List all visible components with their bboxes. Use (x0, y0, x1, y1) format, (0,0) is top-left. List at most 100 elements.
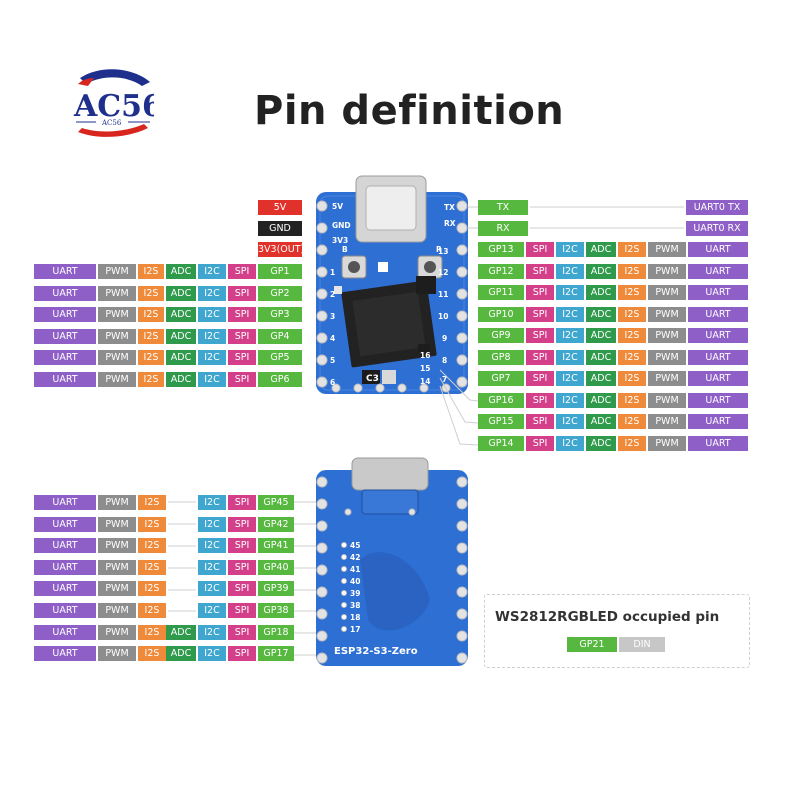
board-label-7: 7 (442, 375, 447, 384)
uart-label: UART (688, 414, 748, 429)
top-board: 5V GND 3V3 1 2 3 4 5 6 B R TX RX 13 12 1… (316, 175, 468, 394)
gp-label-gp2: GP2 (258, 285, 302, 301)
uart-label: UART (34, 624, 96, 640)
board-label-13: 13 (438, 247, 448, 256)
i2c-label: I2C (198, 624, 226, 640)
spi-label: SPI (228, 646, 256, 662)
uart-label: UART (688, 306, 748, 322)
gp-label-gp6: GP6 (258, 372, 302, 387)
bottom-board-label-38: 38 (350, 601, 360, 610)
gp-label-gp18: GP18 (258, 624, 294, 640)
gp-label-rx: RX (478, 221, 528, 236)
i2s-label: I2S (618, 285, 646, 300)
i2c-label: I2C (556, 414, 584, 429)
board-label-rx: RX (444, 219, 456, 228)
gp-label-gp42: GP42 (258, 516, 294, 532)
ws2812-gp: GP21 (567, 637, 617, 652)
pwm-label: PWM (98, 307, 136, 323)
spi-label: SPI (228, 307, 256, 323)
i2s-label: I2S (138, 646, 166, 662)
i2s-label: I2S (618, 435, 646, 451)
gp-label-gp39: GP39 (258, 581, 294, 597)
pwm-label: PWM (648, 328, 686, 343)
pwm-label: PWM (98, 495, 136, 510)
spi-label: SPI (228, 264, 256, 279)
board-label-r: R (436, 245, 442, 254)
uart0-label: UART0 TX (686, 200, 748, 215)
uart-label: UART (688, 435, 748, 451)
uart-label: UART (34, 581, 96, 597)
spi-label: SPI (526, 349, 554, 365)
uart-label: UART (688, 392, 748, 408)
pwm-label: PWM (98, 624, 136, 640)
bottom-board: 45 42 41 40 39 38 18 17 ESP32-S3-Zero (316, 457, 468, 666)
pwm-label: PWM (98, 516, 136, 532)
i2s-label: I2S (138, 603, 166, 618)
spi-label: SPI (228, 495, 256, 510)
spi-label: SPI (526, 392, 554, 408)
adc-label: ADC (166, 307, 196, 323)
uart-label: UART (34, 603, 96, 618)
adc-label: ADC (166, 285, 196, 301)
gp-label-gp9: GP9 (478, 328, 524, 343)
logo-subtext: AC56 (101, 119, 122, 127)
adc-label: ADC (586, 414, 616, 429)
uart-label: UART (34, 328, 96, 344)
gp-label-gp40: GP40 (258, 559, 294, 575)
spi-label: SPI (526, 328, 554, 343)
ws2812-din: DIN (619, 637, 665, 652)
i2c-label: I2C (198, 307, 226, 323)
board-label-6: 6 (330, 378, 335, 387)
pwm-label: PWM (98, 264, 136, 279)
bottom-board-label-17: 17 (350, 625, 360, 634)
uart-label: UART (688, 349, 748, 365)
pin-gnd: GND (258, 221, 302, 236)
board-label-11: 11 (438, 290, 448, 299)
pwm-label: PWM (98, 350, 136, 366)
adc-label: ADC (166, 646, 196, 662)
pwm-label: PWM (648, 371, 686, 386)
gp-label-gp13: GP13 (478, 242, 524, 257)
board-label-3: 3 (330, 312, 335, 321)
i2c-label: I2C (198, 646, 226, 662)
brand-logo: AC56 AC56 (72, 66, 163, 142)
pwm-label: PWM (98, 559, 136, 575)
i2c-label: I2C (198, 328, 226, 344)
board-label-4: 4 (330, 334, 335, 343)
gp-label-gp17: GP17 (258, 646, 294, 662)
i2c-label: I2C (556, 285, 584, 300)
gp-label-gp41: GP41 (258, 538, 294, 554)
spi-label: SPI (228, 350, 256, 366)
adc-label: ADC (586, 306, 616, 322)
adc-label: ADC (586, 285, 616, 300)
i2c-label: I2C (556, 263, 584, 279)
i2s-label: I2S (618, 328, 646, 343)
gp-label-gp14: GP14 (478, 435, 524, 451)
board-label-16: 16 (420, 351, 430, 360)
i2s-label: I2S (138, 516, 166, 532)
spi-label: SPI (526, 435, 554, 451)
pwm-label: PWM (98, 603, 136, 618)
i2c-label: I2C (556, 328, 584, 343)
bottom-board-label-41: 41 (350, 565, 360, 574)
i2c-label: I2C (556, 435, 584, 451)
gp-label-gp8: GP8 (478, 349, 524, 365)
board-label-gnd: GND (332, 221, 351, 230)
adc-label: ADC (586, 435, 616, 451)
board-label-10: 10 (438, 312, 448, 321)
pwm-label: PWM (98, 646, 136, 662)
adc-label: ADC (166, 264, 196, 279)
pwm-label: PWM (648, 285, 686, 300)
i2c-label: I2C (556, 371, 584, 386)
i2s-label: I2S (618, 371, 646, 386)
gp-label-gp1: GP1 (258, 264, 302, 279)
pwm-label: PWM (98, 328, 136, 344)
uart-label: UART (34, 350, 96, 366)
board-label-15: 15 (420, 364, 430, 373)
pwm-label: PWM (98, 538, 136, 554)
i2c-label: I2C (198, 285, 226, 301)
i2s-label: I2S (138, 264, 164, 279)
uart-label: UART (688, 242, 748, 257)
gp-label-gp38: GP38 (258, 603, 294, 618)
